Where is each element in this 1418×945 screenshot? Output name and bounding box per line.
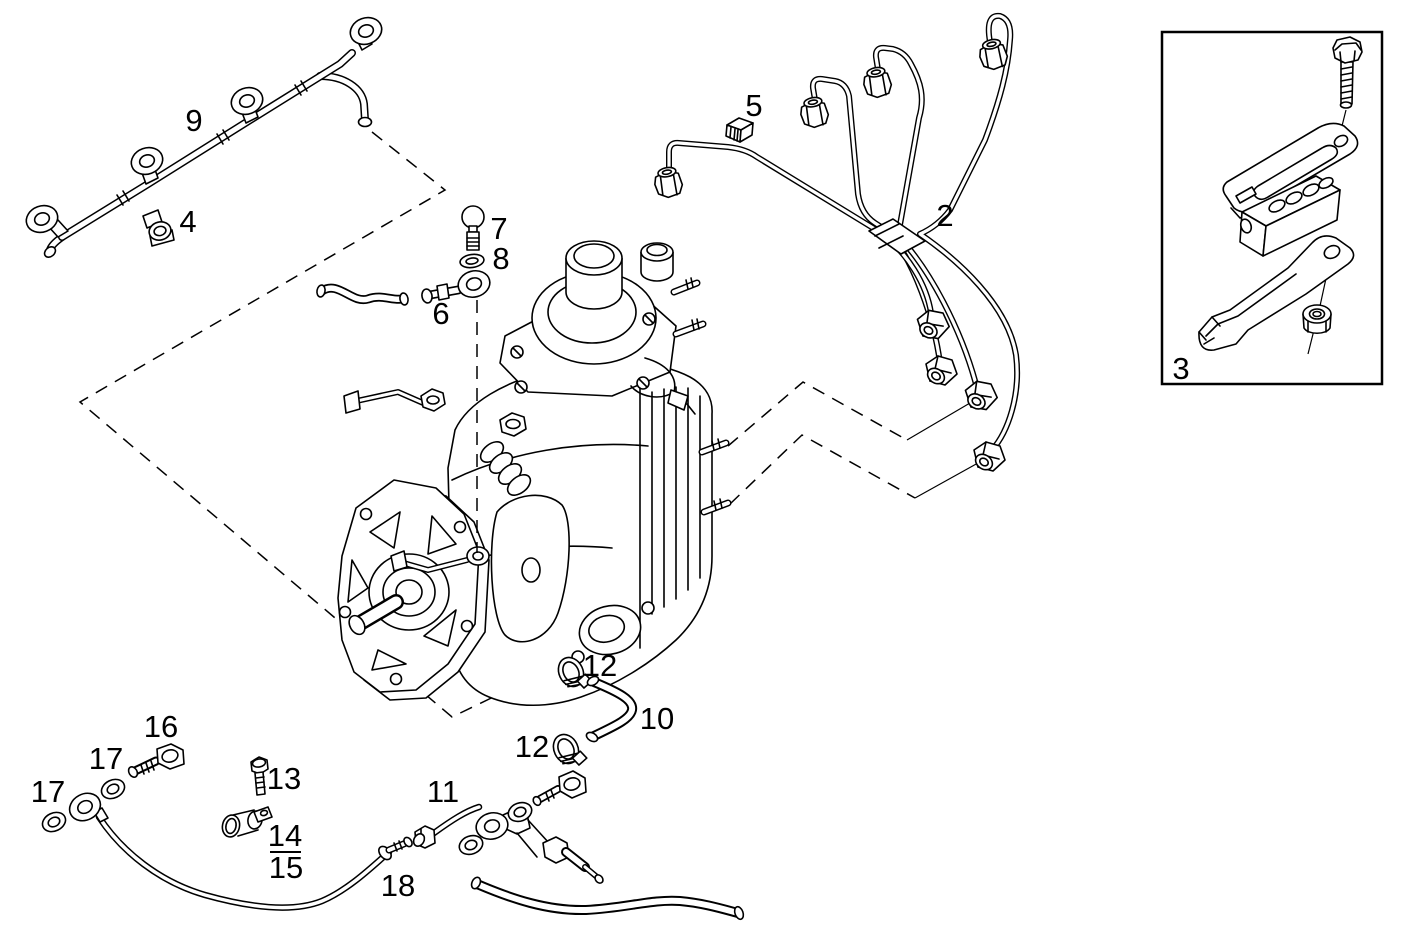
callout-14: 14: [268, 818, 302, 853]
part-17-washer-lower: [38, 807, 70, 837]
part-11-banjo-pipe-assembly: [412, 770, 604, 884]
callout-10: 10: [640, 701, 674, 736]
pipe-bundle-clamp: [868, 218, 926, 255]
part-5-clamp-block: [725, 117, 754, 143]
inset-detail-box: [1160, 30, 1384, 386]
callout-17-upper: 17: [89, 741, 123, 776]
inset-clamp-strap: [1222, 122, 1359, 219]
lower-hose: [470, 876, 745, 921]
callout-16: 16: [144, 709, 178, 744]
callout-2: 2: [936, 198, 953, 233]
part-13-bolt: [250, 756, 269, 796]
callout-12-lower: 12: [515, 729, 549, 764]
part-18-fuel-pipe: [63, 787, 413, 911]
inset-bracket: [1198, 235, 1355, 351]
callout-15: 15: [269, 850, 303, 885]
part-17-washer-upper: [97, 774, 129, 804]
callout-8: 8: [492, 241, 509, 276]
part-9-leak-off-rail: [21, 12, 387, 258]
short-hose-upper: [316, 283, 409, 306]
inset-nut: [1302, 304, 1332, 335]
part-6-banjo-union: [421, 266, 494, 553]
callout-4: 4: [179, 204, 196, 239]
callout-17-lower: 17: [31, 774, 65, 809]
part-2-injection-pipes: [651, 12, 1021, 474]
part-10-elbow-hose: [585, 675, 638, 743]
callout-12-upper: 12: [583, 648, 617, 683]
part-16-banjo-bolt: [127, 743, 185, 778]
callout-9: 9: [185, 103, 202, 138]
callouts: 9 4 7 8 6 5 2 3 12 10 12 11 16 17 17 13 …: [31, 88, 1190, 903]
inset-bolt: [1332, 36, 1363, 109]
callout-13: 13: [267, 761, 301, 796]
inset-spacer-block: [1239, 175, 1341, 257]
part-7-bolt: [461, 205, 485, 251]
callout-5: 5: [745, 88, 762, 123]
callout-7: 7: [490, 211, 507, 246]
projection-dashed-lines: [78, 131, 979, 718]
part-12-hose-clamp-lower: [547, 728, 589, 773]
part-8-washer: [459, 253, 485, 269]
callout-6: 6: [432, 296, 449, 331]
callout-11: 11: [427, 774, 459, 809]
callout-18: 18: [381, 868, 415, 903]
part-14-15-clamp: [221, 806, 273, 838]
part-4-clamp: [142, 209, 175, 247]
callout-3: 3: [1172, 351, 1189, 386]
injection-pump: [337, 240, 732, 707]
